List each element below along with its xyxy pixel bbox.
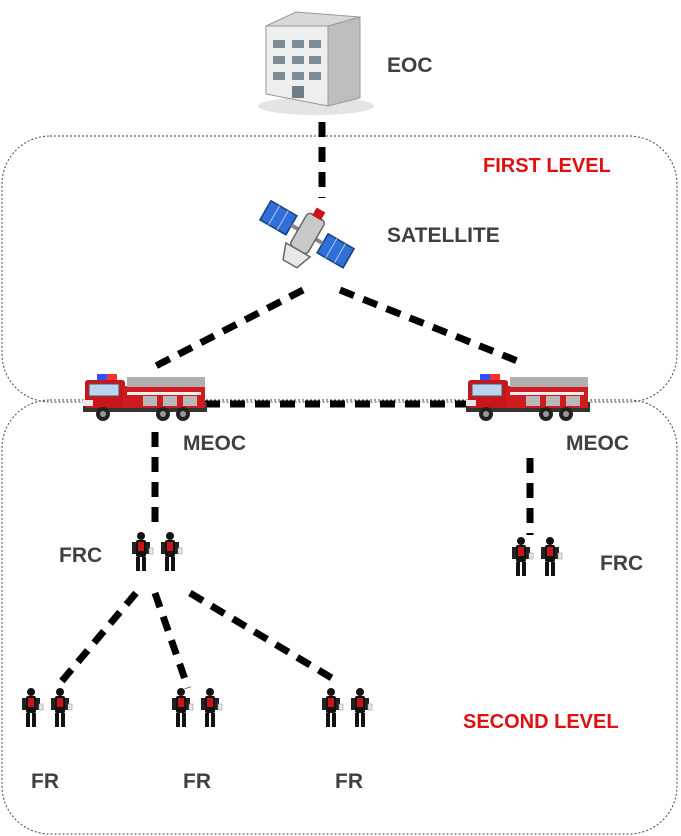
frc-right-label: FRC	[600, 552, 643, 575]
link-frc-fr-1	[53, 590, 139, 691]
link-satellite-meoc-left	[146, 286, 305, 374]
satellite-icon	[258, 199, 356, 269]
second-level-label: SECOND LEVEL	[463, 711, 619, 733]
eoc-label: EOC	[387, 54, 433, 77]
link-frc-fr-3	[188, 589, 337, 684]
second-level-region	[1, 399, 678, 835]
first-level-label: FIRST LEVEL	[483, 155, 611, 177]
fr-2-label: FR	[183, 770, 211, 793]
responders-icon-fr-1	[22, 688, 72, 727]
fire-truck-icon-left	[82, 373, 208, 422]
fr-3-label: FR	[335, 770, 363, 793]
frc-left-label: FRC	[59, 544, 102, 567]
responders-icon-frc-right	[512, 537, 562, 576]
building-icon	[258, 11, 374, 115]
responders-icon-fr-3	[322, 688, 372, 727]
satellite-label: SATELLITE	[387, 224, 500, 247]
responders-icon-fr-2	[172, 688, 222, 727]
meoc-left-label: MEOC	[183, 432, 246, 455]
link-frc-fr-2	[151, 591, 192, 690]
responders-icon-frc-left	[132, 532, 182, 571]
fr-1-label: FR	[31, 770, 59, 793]
meoc-right-label: MEOC	[566, 432, 629, 455]
link-satellite-meoc-right	[338, 286, 522, 366]
fire-truck-icon-right	[465, 373, 591, 422]
